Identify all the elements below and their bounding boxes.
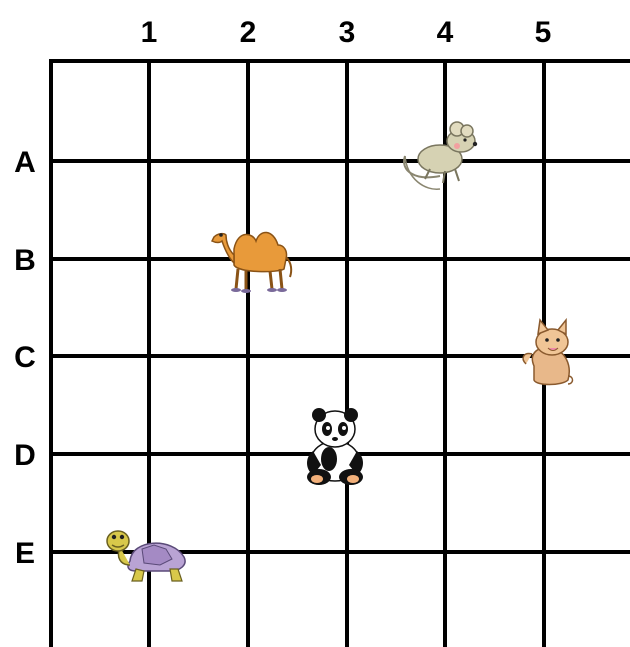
cat-icon	[523, 320, 572, 385]
row-label-a: A	[14, 146, 36, 179]
column-label-4: 4	[437, 16, 454, 49]
turtle-icon	[107, 531, 185, 581]
mouse-icon	[404, 122, 477, 189]
panda-icon	[307, 408, 363, 485]
row-label-c: C	[14, 341, 36, 374]
row-label-b: B	[14, 244, 36, 277]
column-label-2: 2	[240, 16, 257, 49]
column-label-1: 1	[141, 16, 158, 49]
column-label-3: 3	[339, 16, 356, 49]
column-labels: 1 2 3 4 5	[141, 16, 552, 49]
row-label-d: D	[14, 439, 36, 472]
camel-icon	[212, 232, 291, 293]
column-label-5: 5	[535, 16, 552, 49]
row-labels: A B C D E	[14, 146, 36, 570]
row-label-e: E	[15, 537, 35, 570]
